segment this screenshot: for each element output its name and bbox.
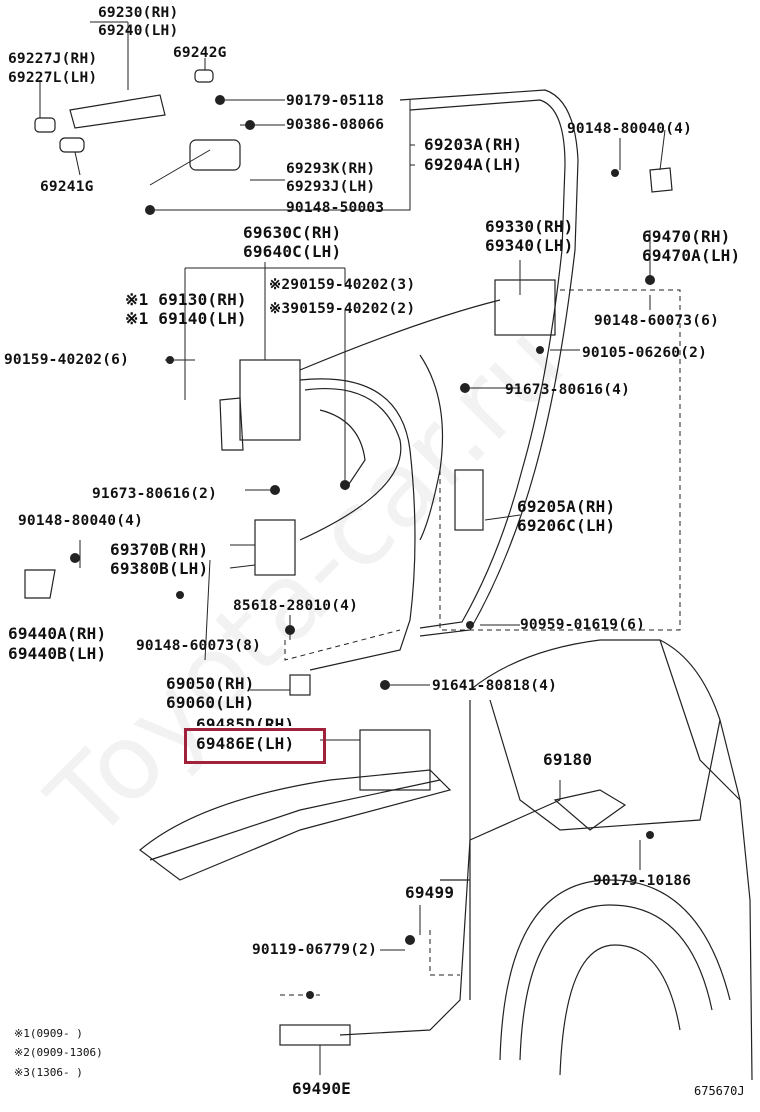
label-69640C[interactable]: 69640C(LH) <box>243 242 342 261</box>
label-69130[interactable]: ※1 69130(RH) <box>125 290 247 309</box>
label-69630C[interactable]: 69630C(RH) <box>243 223 342 242</box>
label-90148-60073-6[interactable]: 90148-60073(6) <box>594 313 720 329</box>
label-69370B[interactable]: 69370B(RH) <box>110 540 209 559</box>
label-90105-06260[interactable]: 90105-06260(2) <box>582 345 708 361</box>
label-69486E[interactable]: 69486E(LH) <box>196 734 295 753</box>
label-90148-80040-left[interactable]: 90148-80040(4) <box>18 513 144 529</box>
label-69340[interactable]: 69340(LH) <box>485 236 574 255</box>
label-69050[interactable]: 69050(RH) <box>166 674 255 693</box>
label-90179-05118[interactable]: 90179-05118 <box>286 93 385 109</box>
label-69206C[interactable]: 69206C(LH) <box>517 516 616 535</box>
label-90159-40202-6[interactable]: 90159-40202(6) <box>4 352 130 368</box>
label-69227L[interactable]: 69227L(LH) <box>8 70 98 86</box>
label-69180[interactable]: 69180 <box>543 750 593 769</box>
label-69060[interactable]: 69060(LH) <box>166 693 255 712</box>
label-69380B[interactable]: 69380B(LH) <box>110 559 209 578</box>
door-lock-assembly <box>239 359 301 441</box>
label-69241G[interactable]: 69241G <box>40 179 94 195</box>
label-91673-80616-4[interactable]: 91673-80616(4) <box>505 382 631 398</box>
cable <box>299 299 501 671</box>
label-90386-08066[interactable]: 90386-08066 <box>286 117 385 133</box>
floor-rail <box>139 769 452 881</box>
cable-rear <box>339 799 561 1036</box>
label-69490E[interactable]: 69490E <box>292 1079 351 1098</box>
figure-id: 675670J <box>694 1084 745 1098</box>
label-69330[interactable]: 69330(RH) <box>485 217 574 236</box>
highlight-box <box>184 728 326 764</box>
label-69203A[interactable]: 69203A(RH) <box>424 135 523 154</box>
label-69227J[interactable]: 69227J(RH) <box>8 51 98 67</box>
label-90148-50003[interactable]: 90148-50003 <box>286 200 385 216</box>
door-handle-assembly <box>189 139 241 171</box>
car-body-outline <box>469 639 753 1081</box>
label-90119-06779[interactable]: 90119-06779(2) <box>252 942 378 958</box>
label-90148-80040-top[interactable]: 90148-80040(4) <box>567 121 693 137</box>
label-69293K[interactable]: 69293K(RH) <box>286 161 376 177</box>
label-69485D[interactable]: 69485D(RH) <box>196 716 295 726</box>
label-69470[interactable]: 69470(RH) <box>642 227 731 246</box>
door-outline <box>399 89 579 637</box>
label-69242G[interactable]: 69242G <box>173 45 227 61</box>
wheel <box>519 904 713 1061</box>
footnote-2: ※2(0909-1306) <box>14 1046 103 1059</box>
outer-handle <box>69 94 166 129</box>
label-90959-01619[interactable]: 90959-01619(6) <box>520 617 646 633</box>
footnote-3: ※3(1306- ) <box>14 1066 83 1079</box>
label-90159-40202-3[interactable]: ※290159-40202(3) <box>269 277 416 293</box>
wheel-arch <box>499 879 731 1061</box>
label-85618-28010[interactable]: 85618-28010(4) <box>233 598 359 614</box>
label-90179-10186[interactable]: 90179-10186 <box>593 873 692 889</box>
label-69440A[interactable]: 69440A(RH) <box>8 624 107 643</box>
label-91641-80818[interactable]: 91641-80818(4) <box>432 678 558 694</box>
label-69470A[interactable]: 69470A(LH) <box>642 246 741 265</box>
label-69140[interactable]: ※1 69140(LH) <box>125 309 247 328</box>
label-69293J[interactable]: 69293J(LH) <box>286 179 376 195</box>
label-69499[interactable]: 69499 <box>405 883 455 902</box>
label-69230[interactable]: 69230(RH) <box>98 5 179 21</box>
label-69240[interactable]: 69240(LH) <box>98 23 179 39</box>
label-69205A[interactable]: 69205A(RH) <box>517 497 616 516</box>
label-90148-60073-8[interactable]: 90148-60073(8) <box>136 638 262 654</box>
label-91673-80616-2[interactable]: 91673-80616(2) <box>92 486 218 502</box>
footnote-1: ※1(0909- ) <box>14 1027 83 1040</box>
label-69204A[interactable]: 69204A(LH) <box>424 155 523 174</box>
label-90159-40202-2[interactable]: ※390159-40202(2) <box>269 301 416 317</box>
label-69440B[interactable]: 69440B(LH) <box>8 644 107 663</box>
